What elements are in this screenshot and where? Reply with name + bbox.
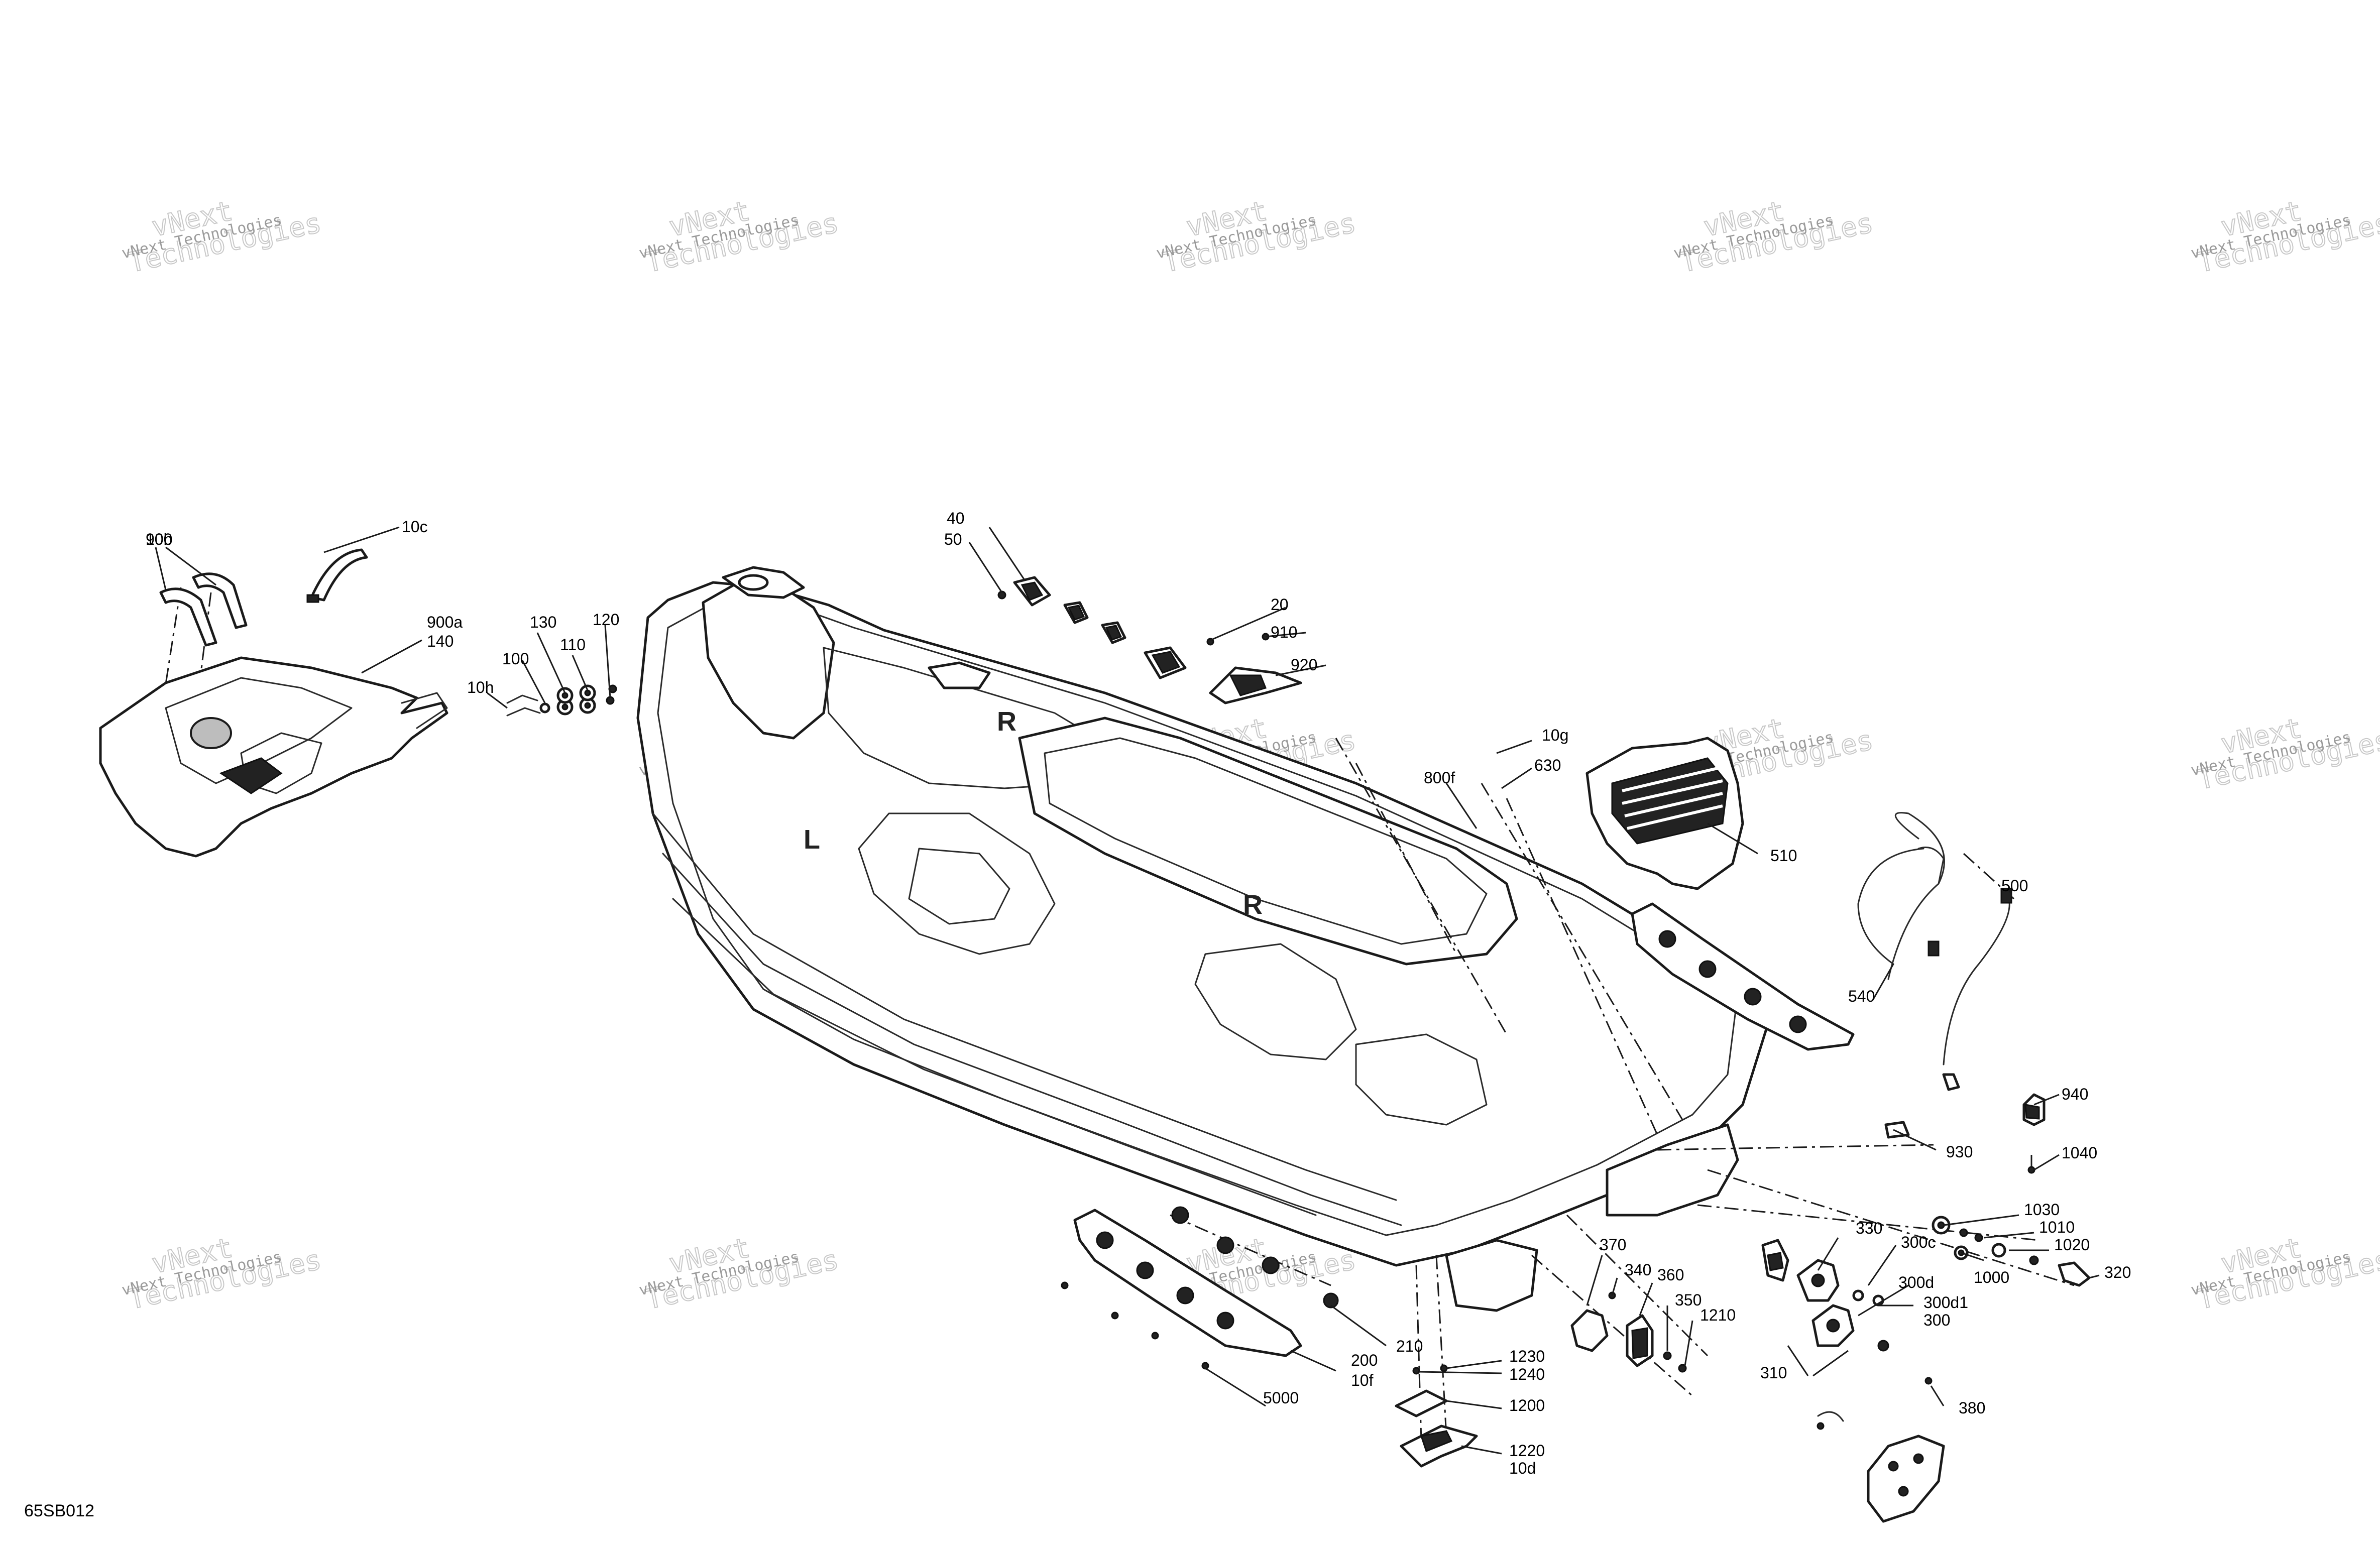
callout-900: 900 (146, 530, 172, 548)
part-800f (1585, 737, 1744, 890)
callout-1230: 1230 (1509, 1347, 1545, 1365)
callout-5000: 5000 (1263, 1389, 1299, 1407)
callout-110: 110 (560, 636, 586, 654)
callout-10c: 10c (402, 518, 428, 536)
callout-1030: 1030 (2024, 1201, 2060, 1219)
callout-800f: 800f (1424, 769, 1455, 787)
callout-200: 200 (1351, 1351, 1378, 1369)
callout-1200: 1200 (1509, 1396, 1545, 1414)
part-930-940 (2022, 1093, 2046, 1174)
callout-1020: 1020 (2054, 1236, 2090, 1254)
callout-50: 50 (944, 530, 962, 548)
callout-140: 140 (427, 632, 454, 650)
callout-300: 300 (1923, 1311, 1950, 1329)
callout-100: 100 (502, 650, 529, 668)
callout-630: 630 (1534, 756, 1561, 774)
callout-1040: 1040 (2062, 1144, 2097, 1162)
left-strake (1061, 1206, 1339, 1370)
svg-text:R: R (1243, 890, 1263, 920)
callout-1240: 1240 (1509, 1365, 1545, 1383)
callout-10g: 10g (1542, 726, 1568, 744)
callout-210: 210 (1396, 1337, 1423, 1355)
callout-1000: 1000 (1974, 1268, 2009, 1286)
callout-370: 370 (1600, 1236, 1626, 1254)
callout-10b: 10b (146, 530, 172, 548)
callout-510: 510 (1770, 847, 1797, 865)
callout-300d: 300d (1898, 1273, 1934, 1291)
svg-text:L: L (804, 824, 820, 855)
part-340-380 (1570, 1291, 1687, 1373)
hoses (1857, 812, 2012, 1139)
svg-text:R: R (997, 706, 1016, 737)
callout-310: 310 (1760, 1364, 1787, 1382)
callout-10f: 10f (1351, 1371, 1374, 1389)
callout-1210: 1210 (1700, 1306, 1736, 1324)
part-1200-1240 (1395, 1364, 1478, 1468)
callout-120: 120 (593, 611, 619, 629)
callout-900a: 900a (427, 613, 463, 631)
callout-40: 40 (947, 509, 965, 527)
callout-300c: 300c (1901, 1233, 1936, 1251)
callout-130: 130 (530, 613, 556, 631)
callout-20: 20 (1271, 596, 1289, 614)
callout-1010: 1010 (2039, 1218, 2075, 1236)
callout-930: 930 (1946, 1143, 1973, 1161)
leader-lines (155, 526, 2100, 1455)
callout-300d1: 300d1 (1923, 1293, 1968, 1312)
callout-940: 940 (2062, 1085, 2088, 1103)
seat-assembly (99, 548, 448, 858)
part-300-group (1761, 1239, 1933, 1385)
hull: L R R (636, 566, 1769, 1312)
callout-1220: 1220 (1509, 1442, 1545, 1460)
hardware-100-140 (506, 684, 617, 717)
callout-10h: 10h (467, 678, 494, 696)
callout-330: 330 (1856, 1219, 1882, 1237)
callout-380: 380 (1959, 1399, 1985, 1417)
callout-360: 360 (1657, 1266, 1684, 1284)
callout-10d: 10d (1509, 1459, 1536, 1477)
part-310 (1817, 1411, 1945, 1523)
diagram-code: 65SB012 (24, 1501, 94, 1520)
vent-covers (997, 576, 1302, 704)
callout-540: 540 (1848, 987, 1875, 1005)
right-strake (1631, 902, 1855, 1051)
callout-920: 920 (1291, 656, 1317, 674)
callout-340: 340 (1625, 1261, 1651, 1279)
callout-320: 320 (2104, 1263, 2131, 1281)
fittings-1000-1040 (1932, 1216, 2091, 1287)
callout-500: 500 (2001, 877, 2028, 895)
callout-350: 350 (1675, 1291, 1702, 1309)
callout-910: 910 (1271, 623, 1297, 641)
